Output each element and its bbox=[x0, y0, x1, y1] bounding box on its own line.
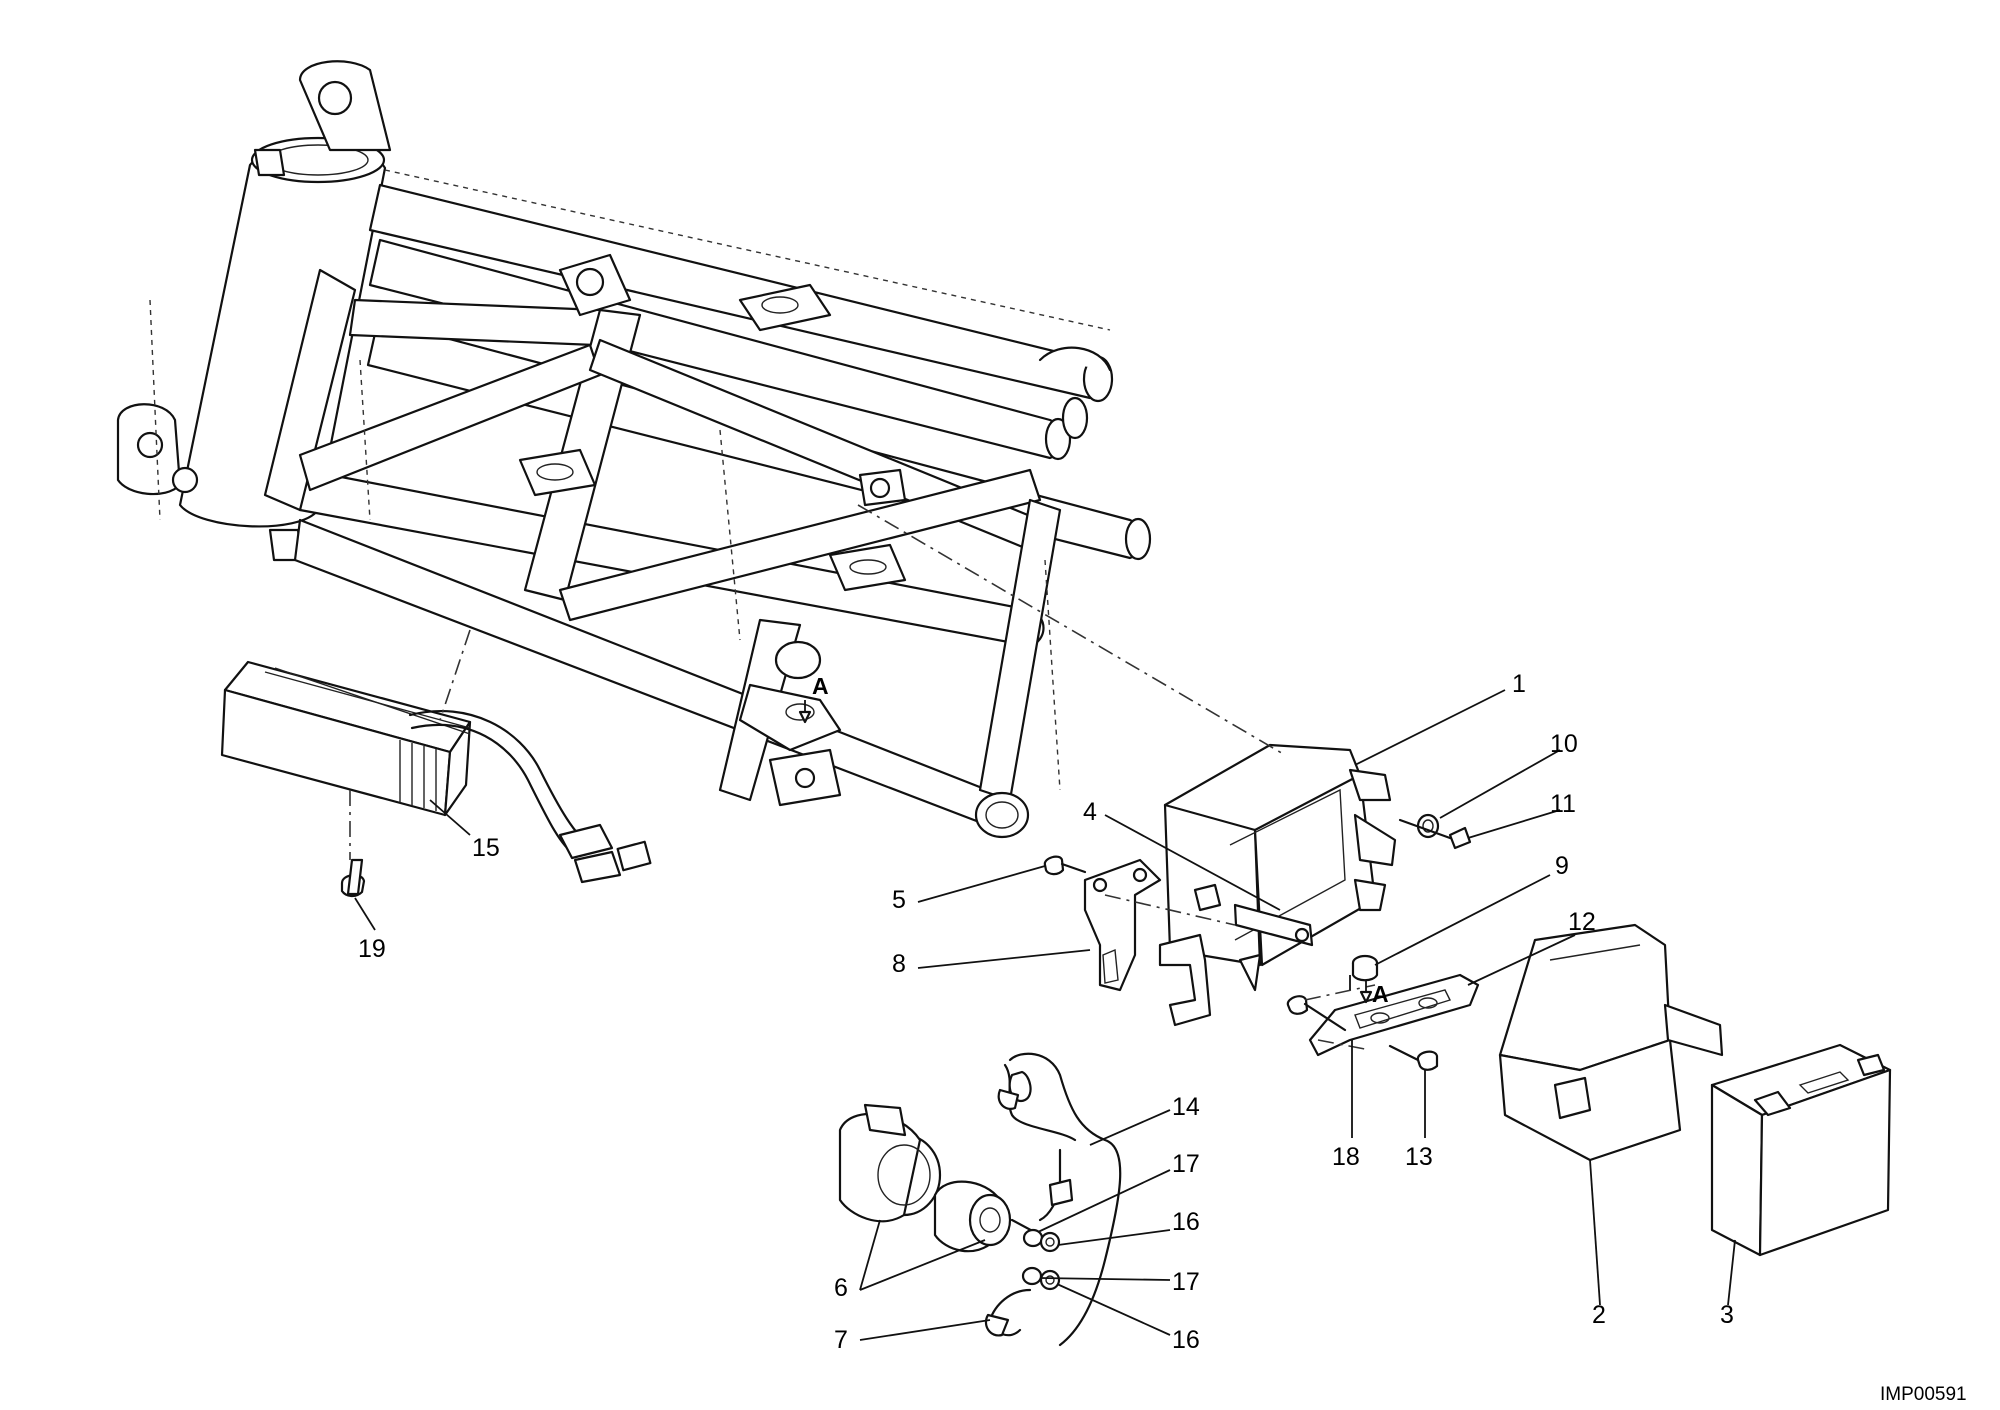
callout-8: 8 bbox=[892, 950, 906, 978]
nut-16-lower bbox=[1039, 1269, 1061, 1291]
screw-5 bbox=[1043, 855, 1087, 876]
callout-16-lower: 16 bbox=[1172, 1326, 1200, 1354]
callout-2: 2 bbox=[1592, 1301, 1606, 1329]
washer-17-lower bbox=[1021, 1266, 1043, 1286]
screw-18 bbox=[1286, 995, 1347, 1032]
motorcycle-frame bbox=[116, 60, 1152, 839]
callout-16-upper: 16 bbox=[1172, 1208, 1200, 1236]
callout-10: 10 bbox=[1550, 730, 1578, 758]
callout-15: 15 bbox=[472, 834, 500, 862]
ecu-housing bbox=[1158, 743, 1397, 1027]
callout-7: 7 bbox=[834, 1326, 848, 1354]
drawing-code: IMP00591 bbox=[1880, 1384, 1967, 1405]
support-12 bbox=[1308, 973, 1480, 1057]
wiring-14 bbox=[984, 1052, 1122, 1347]
bolt-19 bbox=[340, 858, 366, 898]
callout-3: 3 bbox=[1720, 1301, 1734, 1329]
callout-17-lower: 17 bbox=[1172, 1268, 1200, 1296]
assembly-center-lines bbox=[349, 504, 1376, 1051]
grommet-9 bbox=[1351, 954, 1379, 982]
relay-holder-6 bbox=[838, 1103, 942, 1223]
callout-14: 14 bbox=[1172, 1093, 1200, 1121]
bracket-4 bbox=[1233, 903, 1314, 947]
callout-18: 18 bbox=[1332, 1143, 1360, 1171]
detail-marker-a-support: A bbox=[1372, 981, 1389, 1007]
callout-9: 9 bbox=[1555, 852, 1569, 880]
washer-17-upper bbox=[1022, 1228, 1044, 1248]
callout-13: 13 bbox=[1405, 1143, 1433, 1171]
detail-marker-a-frame: A bbox=[812, 673, 829, 699]
callout-labels: 1 2 3 4 5 6 7 8 9 10 11 12 13 14 15 16 1… bbox=[358, 670, 1967, 1405]
callout-19: 19 bbox=[358, 935, 386, 963]
relay-6 bbox=[933, 1180, 1012, 1253]
battery-cover bbox=[1498, 923, 1724, 1162]
screw-13 bbox=[1388, 1044, 1439, 1071]
callout-11: 11 bbox=[1550, 790, 1576, 818]
bolt-11 bbox=[1398, 818, 1472, 850]
bracket-8 bbox=[1083, 858, 1162, 992]
callout-12: 12 bbox=[1568, 908, 1596, 936]
callout-1: 1 bbox=[1512, 670, 1526, 698]
callout-6: 6 bbox=[834, 1274, 848, 1302]
callout-5: 5 bbox=[892, 886, 906, 914]
callout-leaders bbox=[354, 689, 1736, 1341]
voltage-regulator bbox=[220, 660, 652, 884]
battery bbox=[1710, 1043, 1892, 1257]
callout-4: 4 bbox=[1083, 798, 1097, 826]
callout-17-upper: 17 bbox=[1172, 1150, 1200, 1178]
nut-16-upper bbox=[1039, 1231, 1061, 1253]
